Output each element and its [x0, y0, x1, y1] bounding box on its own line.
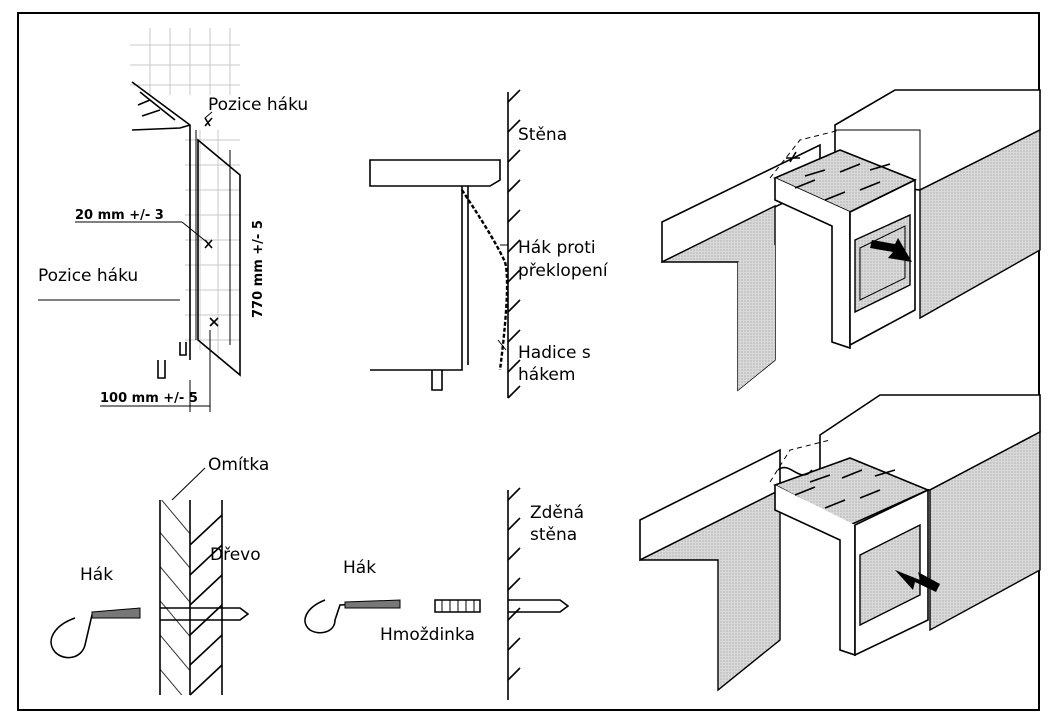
label-hak-proti-1: Hák proti: [518, 238, 596, 258]
hook-position-drawing: Pozice háku 20 mm +/- 3 Pozice háku 770 …: [38, 28, 308, 412]
cooker-installed-top: [661, 89, 1041, 392]
label-hak-proti-2: překlopení: [518, 261, 609, 281]
pull-arrow-icon: [895, 570, 940, 592]
label-dim-20: 20 mm +/- 3: [75, 208, 164, 223]
label-hmozdinka: Hmoždinka: [380, 625, 475, 645]
label-pozice-haku-left: Pozice háku: [38, 266, 138, 286]
label-drevo: Dřevo: [210, 545, 261, 565]
label-pozice-haku-top: Pozice háku: [208, 95, 308, 115]
cooker-installed-bottom: [639, 394, 1041, 692]
label-hadice-1: Hadice s: [518, 343, 591, 363]
label-zdena-2: stěna: [530, 525, 577, 545]
outer-border: [17, 12, 1040, 711]
push-arrow-icon: [870, 238, 912, 262]
wood-wall-drawing: Omítka Dřevo Hák: [50, 455, 269, 696]
masonry-wall-drawing: Hák Hmoždinka Zděná stěna: [304, 487, 584, 700]
side-section-drawing: Stěna Hák proti překlopení Hadice s háke…: [369, 89, 609, 399]
label-stena: Stěna: [518, 125, 567, 145]
label-hak-2: Hák: [343, 558, 376, 578]
label-hak-1: Hák: [80, 565, 113, 585]
label-hadice-2: hákem: [518, 365, 575, 385]
label-dim-770: 770 mm +/- 5: [251, 220, 266, 318]
wall-tile-grid: [130, 28, 240, 360]
label-zdena-1: Zděná: [530, 503, 584, 523]
label-omitka: Omítka: [208, 455, 269, 475]
label-dim-100: 100 mm +/- 5: [100, 391, 198, 406]
